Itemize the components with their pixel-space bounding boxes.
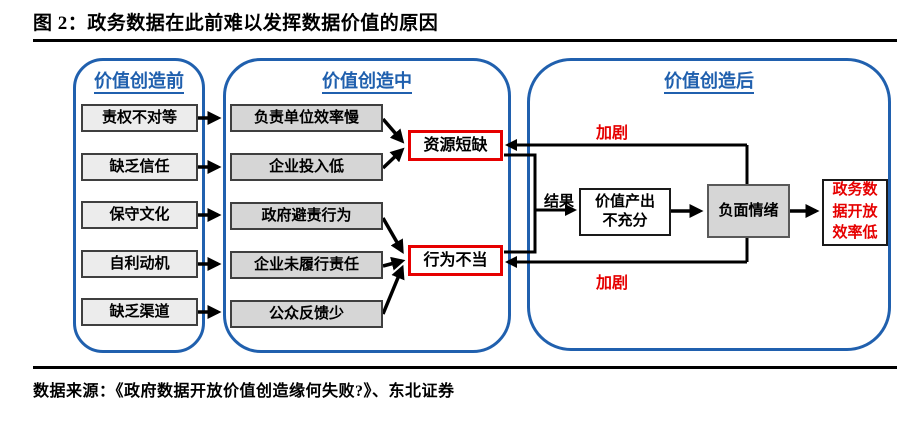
data-source: 数据来源：《政府数据开放价值创造缘何失败?》、东北证券: [33, 383, 455, 400]
cause-box-self-interest: 自利动机: [81, 250, 198, 278]
node-box-low-open-data-efficiency: 政务数 据开放 效率低: [822, 179, 888, 246]
stage-after-header: 价值创造后: [527, 67, 891, 94]
node-box-insufficient-value-output: 价值产出 不充分: [579, 188, 671, 236]
cause-box-lack-of-channels: 缺乏渠道: [81, 298, 198, 326]
cause-box-slow-unit-efficiency: 负责单位效率慢: [230, 104, 383, 132]
aggravate-label-bottom: 加剧: [596, 275, 629, 292]
figure-title: 图 2：政务数据在此前难以发挥数据价值的原因: [33, 13, 439, 34]
stage-before-container: [73, 58, 205, 353]
outcome-box-resource-shortage: 资源短缺: [408, 130, 503, 161]
outcome-box-misconduct: 行为不当: [408, 245, 503, 276]
stage-before-header: 价值创造前: [73, 67, 205, 94]
footer-divider: [33, 366, 897, 369]
title-divider: [33, 39, 897, 42]
node-box-negative-emotion: 负面情绪: [707, 184, 790, 238]
cause-box-enterprise-nonperformance: 企业未履行责任: [230, 251, 383, 279]
result-label: 结果: [544, 194, 575, 210]
cause-box-government-avoidance: 政府避责行为: [230, 202, 383, 230]
cause-box-responsibility-mismatch: 责权不对等: [81, 104, 198, 132]
stage-during-header: 价值创造中: [223, 67, 511, 94]
aggravate-label-top: 加剧: [596, 125, 629, 142]
cause-box-conservative-culture: 保守文化: [81, 201, 198, 229]
cause-box-little-public-feedback: 公众反馈少: [230, 300, 383, 328]
cause-box-lack-of-trust: 缺乏信任: [81, 153, 198, 181]
cause-box-low-enterprise-input: 企业投入低: [230, 153, 383, 181]
